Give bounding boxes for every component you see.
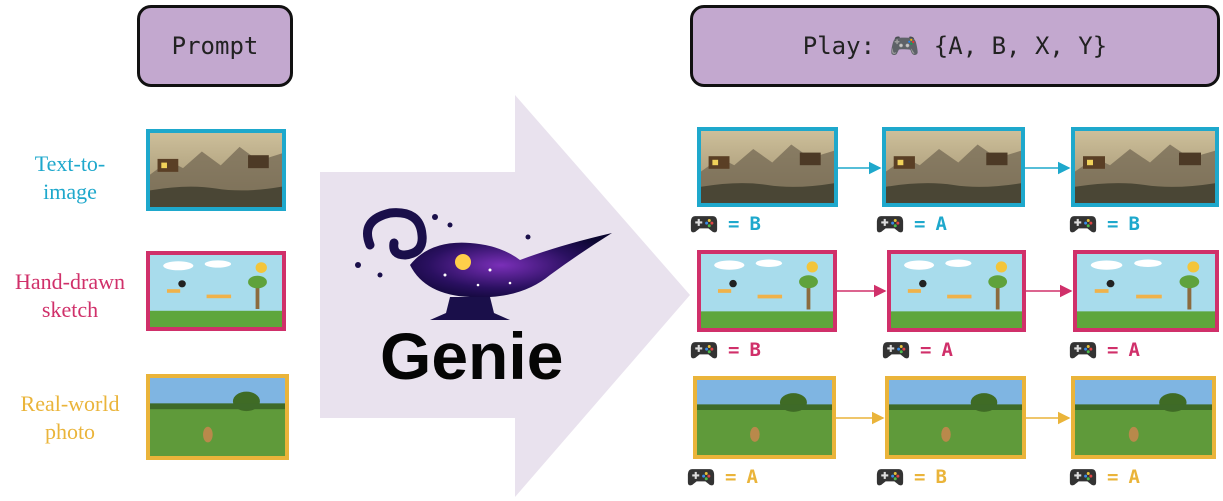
flow-arrow-icon [320, 95, 690, 497]
frame-row2-3 [1073, 250, 1219, 332]
equals-sign: = [728, 339, 740, 361]
equals-sign: = [1107, 466, 1119, 488]
gamepad-icon [882, 339, 910, 361]
genie-title: Genie [380, 319, 564, 393]
gamepad-icon [876, 213, 904, 235]
prompt-image-photo [146, 374, 289, 460]
frame-row1-1 [697, 127, 838, 207]
equals-sign: = [914, 213, 926, 235]
equals-sign: = [1107, 213, 1119, 235]
action-value: A [935, 213, 947, 235]
gamepad-icon [690, 213, 718, 235]
equals-sign: = [728, 213, 740, 235]
equals-sign: = [1107, 339, 1119, 361]
action-value: B [749, 213, 761, 235]
row-label-text-to-image: Text-to- image [0, 150, 140, 206]
gamepad-icon [690, 339, 718, 361]
row-label-line: photo [44, 419, 96, 444]
prompt-image-text-to-image [146, 129, 286, 211]
action-row2-2: = A [882, 339, 953, 361]
action-value: B [935, 466, 947, 488]
row-label-line: Real-world [20, 391, 120, 416]
prompt-image-sketch [146, 251, 286, 331]
action-value: B [1128, 213, 1140, 235]
equals-sign: = [914, 466, 926, 488]
frame-row3-1 [693, 376, 836, 459]
prompt-header: Prompt [137, 5, 293, 87]
gamepad-icon [1069, 339, 1097, 361]
row-label-photo: Real-world photo [0, 390, 140, 446]
action-row3-1: = A [687, 466, 758, 488]
action-value: A [1128, 339, 1140, 361]
equals-sign: = [920, 339, 932, 361]
row-label-sketch: Hand-drawn sketch [0, 268, 140, 324]
play-header: Play: 🎮 {A, B, X, Y} [690, 5, 1220, 87]
frame-row1-2 [882, 127, 1025, 207]
gamepad-icon [1069, 213, 1097, 235]
action-row1-3: = B [1069, 213, 1140, 235]
action-row3-3: = A [1069, 466, 1140, 488]
action-value: B [749, 339, 761, 361]
action-row2-1: = B [690, 339, 761, 361]
action-value: A [941, 339, 953, 361]
prompt-label: Prompt [171, 32, 259, 60]
row-label-line: Text-to- [34, 151, 106, 176]
gamepad-icon [1069, 466, 1097, 488]
frame-row2-2 [887, 250, 1026, 332]
action-row1-2: = A [876, 213, 947, 235]
frame-row2-1 [697, 250, 837, 332]
row-label-line: sketch [41, 297, 99, 322]
row-label-line: Hand-drawn [15, 269, 125, 294]
gamepad-icon [687, 466, 715, 488]
gamepad-icon [876, 466, 904, 488]
action-value: A [1128, 466, 1140, 488]
frame-row3-3 [1071, 376, 1216, 459]
frame-row3-2 [885, 376, 1026, 459]
action-row3-2: = B [876, 466, 947, 488]
action-row2-3: = A [1069, 339, 1140, 361]
play-label: Play: 🎮 {A, B, X, Y} [802, 32, 1108, 60]
frame-row1-3 [1071, 127, 1219, 207]
magic-lamp-icon [355, 208, 612, 320]
equals-sign: = [725, 466, 737, 488]
action-value: A [746, 466, 758, 488]
action-row1-1: = B [690, 213, 761, 235]
row-label-line: image [43, 179, 97, 204]
